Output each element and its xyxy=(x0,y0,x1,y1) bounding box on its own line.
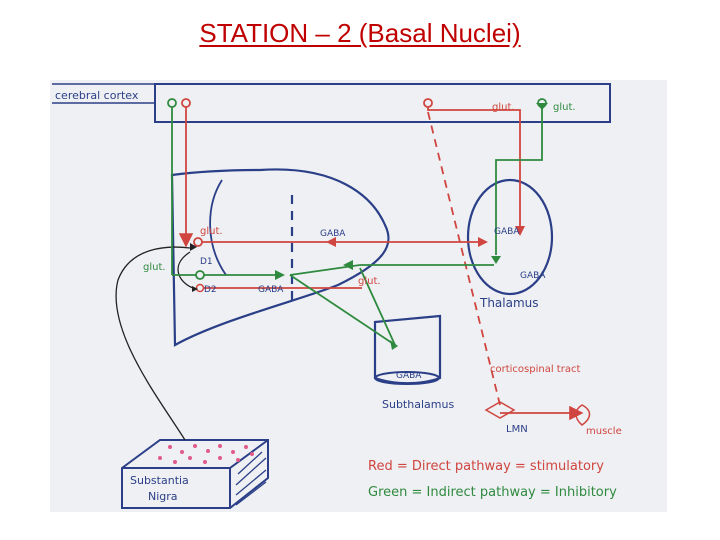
cerebral-cortex-label: cerebral cortex xyxy=(55,89,139,102)
substantia-nigra-block xyxy=(121,439,269,509)
gaba-label-3: GABA xyxy=(520,271,546,281)
diagram-paper xyxy=(50,80,667,512)
thalamus-outline xyxy=(466,178,554,296)
glut-label-d1: glut. xyxy=(200,226,223,237)
gaba-label-1: GABA xyxy=(320,229,346,239)
muscle-label: muscle xyxy=(586,426,622,437)
slide-title: STATION – 2 (Basal Nuclei) xyxy=(199,18,521,48)
subthalamus-label: Subthalamus xyxy=(382,398,454,411)
legend-red: Red = Direct pathway = stimulatory xyxy=(368,459,604,474)
d1-label: D1 xyxy=(200,257,213,267)
substantia-label: Substantia xyxy=(130,474,189,487)
lmn-label: LMN xyxy=(506,424,528,435)
muscle-icon xyxy=(575,404,591,426)
gaba-label-4: GABA xyxy=(258,285,284,295)
glut-label-subthalamus: glut. xyxy=(358,276,381,287)
thalamus-label: Thalamus xyxy=(479,296,539,310)
d2-label: D2 xyxy=(204,285,217,295)
nigrostriatal-pathway xyxy=(115,246,191,441)
nigra-label: Nigra xyxy=(148,490,178,503)
glut-label-d2: glut. xyxy=(143,262,166,273)
striatum-outline xyxy=(170,168,390,347)
gaba-subthalamus-label: GABA xyxy=(396,371,422,381)
gaba-label-2: GABA xyxy=(494,227,520,237)
substantia-nigra-dots xyxy=(158,444,254,464)
corticospinal-label: corticospinal tract xyxy=(490,364,580,375)
striatum-inner-curve xyxy=(209,179,227,276)
glut-label-cortex-green: glut. xyxy=(553,102,576,113)
glut-label-cortex: glut. xyxy=(492,102,515,113)
legend-green: Green = Indirect pathway = Inhibitory xyxy=(368,485,617,500)
